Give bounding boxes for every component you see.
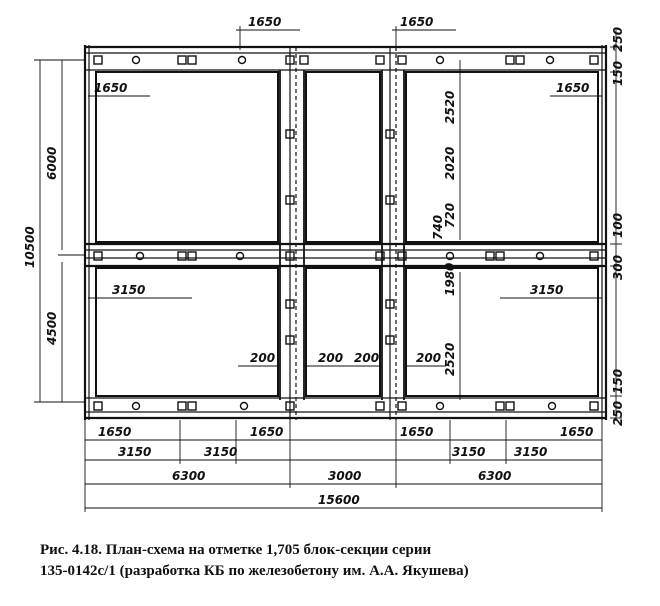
top-wall [85, 45, 606, 71]
dim-bottom-1650-b: 1650 [250, 425, 283, 439]
dim-left-10500: 10500 [23, 226, 37, 268]
room-outlines [95, 71, 599, 397]
wall-blocks [93, 55, 599, 411]
dim-bottom-3150-c: 3150 [452, 445, 485, 459]
dim-v-2520-bottom: 2520 [443, 343, 457, 376]
dim-bottom-3150-a: 3150 [118, 445, 151, 459]
dim-top-left-1650: 1650 [248, 15, 281, 29]
floor-plan-drawing: 1650 1650 250 150 1650 1650 6000 10500 4… [23, 15, 625, 512]
dim-right-100: 100 [611, 213, 625, 238]
dim-bottom-total-15600: 15600 [318, 493, 360, 507]
dim-wall-200-c: 200 [354, 351, 379, 365]
dim-bottom-1650-a: 1650 [98, 425, 131, 439]
dim-left-4500: 4500 [45, 312, 59, 346]
dim-right-300: 300 [611, 255, 625, 280]
dim-right-150-top: 150 [611, 61, 625, 86]
bottom-wall [85, 397, 606, 420]
dim-bottom-3000: 3000 [328, 469, 361, 483]
dim-right-250-bottom: 250 [611, 401, 625, 426]
caption-line-2: 135-0142с/1 (разработка КБ по железобето… [40, 563, 469, 579]
dim-v-1980: 1980 [443, 263, 457, 296]
dim-v-720: 720 [443, 203, 457, 228]
dim-bottom-1650-d: 1650 [560, 425, 593, 439]
dimension-lines [34, 26, 622, 512]
middle-wall [85, 242, 606, 268]
dim-wall-200-a: 200 [250, 351, 275, 365]
dim-v-2020: 2020 [443, 147, 457, 180]
dim-bottom-6300-left: 6300 [172, 469, 205, 483]
dim-bottom-1650-c: 1650 [400, 425, 433, 439]
dim-wall-200-b: 200 [318, 351, 343, 365]
dim-left-inner-1650: 1650 [94, 81, 127, 95]
dim-right-3150-mid: 3150 [530, 283, 563, 297]
dimension-labels: 1650 1650 250 150 1650 1650 6000 10500 4… [23, 15, 625, 507]
dim-left-6000: 6000 [45, 147, 59, 180]
dim-bottom-6300-right: 6300 [478, 469, 511, 483]
dim-wall-200-d: 200 [416, 351, 441, 365]
dim-v-2520-top: 2520 [443, 91, 457, 124]
dim-right-inner-1650: 1650 [556, 81, 589, 95]
dim-right-150-bottom: 150 [611, 369, 625, 394]
dim-bottom-3150-b: 3150 [204, 445, 237, 459]
dim-bottom-3150-d: 3150 [514, 445, 547, 459]
caption-line-1: Рис. 4.18. План-схема на отметке 1,705 б… [40, 542, 432, 558]
dim-v-740: 740 [431, 215, 445, 240]
dim-top-right-1650: 1650 [400, 15, 433, 29]
side-walls [83, 45, 608, 420]
dim-left-3150-mid: 3150 [112, 283, 145, 297]
figure-caption: Рис. 4.18. План-схема на отметке 1,705 б… [40, 540, 650, 582]
corridor-walls [279, 47, 405, 420]
dim-right-250-top: 250 [611, 27, 625, 52]
